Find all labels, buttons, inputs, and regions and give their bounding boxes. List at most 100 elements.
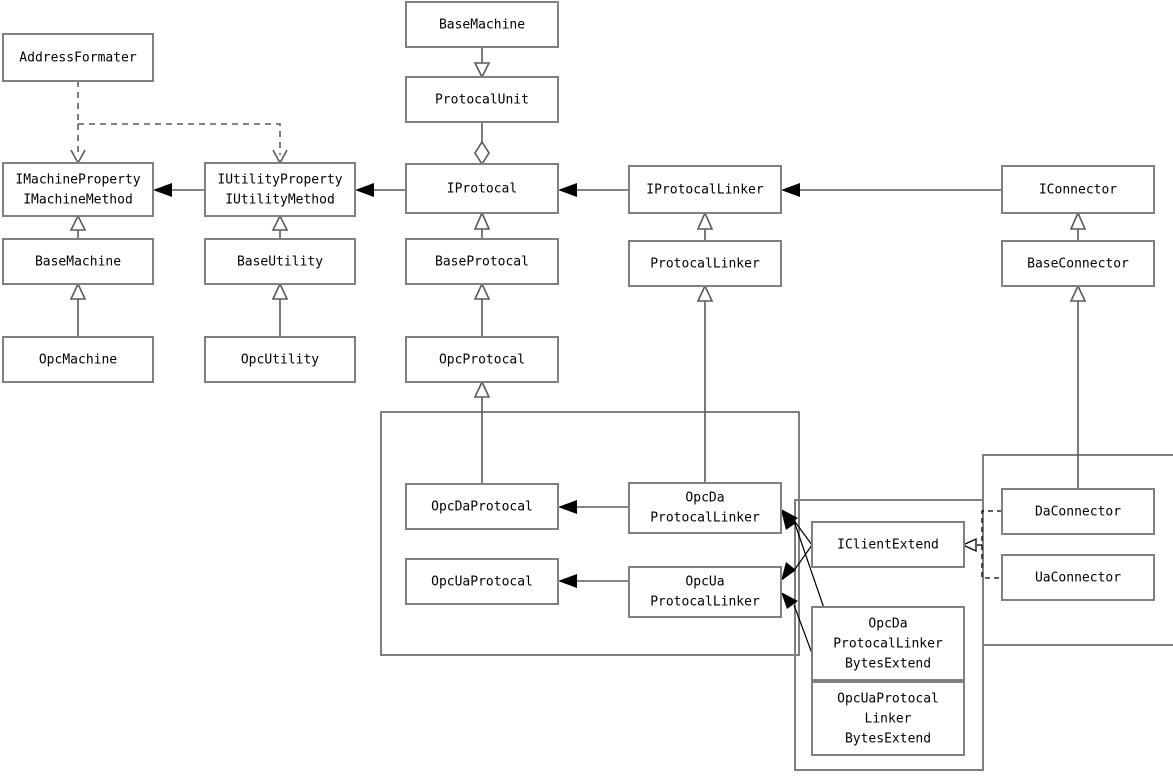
class-opc-utility[interactable]: OpcUtility bbox=[204, 336, 356, 383]
arrowhead-opcualinker-to-opcuaprotocal bbox=[558, 574, 577, 588]
class-protocal-linker[interactable]: ProtocalLinker bbox=[628, 240, 782, 287]
class-box-opc-machine[interactable] bbox=[2, 336, 154, 383]
class-box-imachine-interface[interactable] bbox=[2, 162, 154, 217]
class-box-opc-da-protocal[interactable] bbox=[405, 483, 559, 530]
class-label-base-connector: BaseConnector bbox=[1027, 257, 1129, 272]
class-base-utility[interactable]: BaseUtility bbox=[204, 238, 356, 285]
class-box-ua-connector[interactable] bbox=[1001, 554, 1155, 601]
arrowhead-iclientextend-to-opcualinker bbox=[781, 562, 796, 581]
class-opc-ua-bytes-extend[interactable]: OpcUaProtocal Linker BytesExtend bbox=[811, 681, 965, 756]
class-label-opc-ua-bytes-extend-line3: BytesExtend bbox=[845, 732, 931, 747]
class-box-iprotocal-linker[interactable] bbox=[628, 165, 782, 214]
arrowhead-gen-opcutility-baseutility bbox=[271, 282, 289, 300]
class-box-base-protocal[interactable] bbox=[405, 238, 559, 285]
class-box-opc-ua-bytes-extend[interactable] bbox=[811, 681, 965, 756]
class-iutility-interface[interactable]: IUtilityProperty IUtilityMethod bbox=[204, 162, 356, 217]
class-label-base-machine-left: BaseMachine bbox=[35, 255, 121, 270]
class-iprotocal[interactable]: IProtocal bbox=[405, 163, 559, 214]
class-label-iutility-method: IUtilityMethod bbox=[225, 193, 335, 208]
arrowhead-iprotocallinker-to-iprotocal bbox=[558, 183, 577, 197]
class-label-imachine-property: IMachineProperty bbox=[15, 173, 140, 188]
class-imachine-interface[interactable]: IMachineProperty IMachineMethod bbox=[2, 162, 154, 217]
arrowhead-gen-opcdaprotocal-opcprotocal bbox=[473, 380, 491, 398]
class-label-imachine-method: IMachineMethod bbox=[23, 193, 133, 208]
package-protocal-implementations bbox=[380, 411, 800, 656]
class-address-formater[interactable]: AddressFormater bbox=[2, 33, 154, 82]
class-box-opc-protocal[interactable] bbox=[405, 336, 559, 383]
arrowhead-gen-baseconnector-iconnector bbox=[1069, 211, 1087, 230]
arrowhead-gen-daconnector-baseconnector bbox=[1069, 284, 1087, 302]
arrowhead-dep-iutility bbox=[272, 149, 288, 165]
class-opc-da-bytes-extend[interactable]: OpcDa ProtocalLinker BytesExtend bbox=[811, 606, 965, 681]
class-label-opc-ua-bytes-extend-line1: OpcUaProtocal bbox=[837, 692, 939, 707]
class-box-iclient-extend[interactable] bbox=[811, 521, 965, 568]
class-base-machine-left[interactable]: BaseMachine bbox=[2, 238, 154, 285]
class-ua-connector[interactable]: UaConnector bbox=[1001, 554, 1155, 601]
class-label-protocal-unit: ProtocalUnit bbox=[435, 93, 529, 108]
class-label-opc-utility: OpcUtility bbox=[241, 353, 319, 368]
class-box-iconnector[interactable] bbox=[1001, 165, 1155, 214]
class-label-opc-protocal: OpcProtocal bbox=[439, 353, 525, 368]
arrowhead-iutility-to-imachine bbox=[153, 183, 172, 197]
arrowhead-gen-basemachine-imachine bbox=[69, 214, 87, 231]
class-box-base-machine-left[interactable] bbox=[2, 238, 154, 285]
class-opc-protocal[interactable]: OpcProtocal bbox=[405, 336, 559, 383]
class-opc-da-protocal[interactable]: OpcDaProtocal bbox=[405, 483, 559, 530]
class-protocal-unit[interactable]: ProtocalUnit bbox=[405, 76, 559, 123]
class-box-address-formater[interactable] bbox=[2, 33, 154, 82]
arrowhead-gen-opcmachine-basemachine bbox=[69, 282, 87, 300]
class-opc-ua-protocal-linker[interactable]: OpcUa ProtocalLinker bbox=[628, 566, 782, 618]
class-label-ua-connector: UaConnector bbox=[1035, 571, 1121, 586]
class-box-opc-ua-protocal[interactable] bbox=[405, 558, 559, 605]
class-label-iprotocal-linker: IProtocalLinker bbox=[646, 183, 764, 198]
class-label-opc-machine: OpcMachine bbox=[39, 353, 117, 368]
class-label-iconnector: IConnector bbox=[1039, 183, 1117, 198]
class-label-da-connector: DaConnector bbox=[1035, 505, 1121, 520]
class-box-opc-da-protocal-linker[interactable] bbox=[628, 482, 782, 534]
arrowhead-gen-protocallinker-iprotocallinker bbox=[696, 211, 714, 230]
edge-connectors-realize-iclientextend bbox=[981, 510, 1002, 579]
class-base-connector[interactable]: BaseConnector bbox=[1001, 240, 1155, 287]
class-box-opc-utility[interactable] bbox=[204, 336, 356, 383]
class-iprotocal-linker[interactable]: IProtocalLinker bbox=[628, 165, 782, 214]
class-boxes: AddressFormater IMachineProperty IMachin… bbox=[2, 1, 1155, 756]
arrowhead-uabytesextend-to-opcualinker bbox=[781, 592, 798, 609]
class-box-iprotocal[interactable] bbox=[405, 163, 559, 214]
class-label-opc-da-bytes-extend-line3: BytesExtend bbox=[845, 657, 931, 672]
class-box-opc-ua-protocal-linker[interactable] bbox=[628, 566, 782, 618]
arrowhead-down-protocalunit bbox=[473, 62, 491, 79]
class-label-base-utility: BaseUtility bbox=[237, 255, 323, 270]
class-base-protocal[interactable]: BaseProtocal bbox=[405, 238, 559, 285]
class-opc-ua-protocal[interactable]: OpcUaProtocal bbox=[405, 558, 559, 605]
class-label-base-protocal: BaseProtocal bbox=[435, 255, 529, 270]
class-box-opc-da-bytes-extend[interactable] bbox=[811, 606, 965, 681]
diamond-aggregation-iprotocal bbox=[474, 140, 490, 166]
arrowhead-gen-opcdalinker-protocallinker bbox=[696, 284, 714, 302]
class-box-base-utility[interactable] bbox=[204, 238, 356, 285]
class-box-base-connector[interactable] bbox=[1001, 240, 1155, 287]
arrowhead-dabytesextend-to-opcdalinker bbox=[781, 509, 798, 526]
class-label-opc-ua-protocal: OpcUaProtocal bbox=[431, 575, 533, 590]
class-iclient-extend[interactable]: IClientExtend bbox=[811, 521, 965, 568]
class-label-protocal-linker: ProtocalLinker bbox=[650, 257, 760, 272]
class-box-base-machine-top[interactable] bbox=[405, 1, 559, 48]
class-base-machine-top[interactable]: BaseMachine bbox=[405, 1, 559, 48]
class-box-da-connector[interactable] bbox=[1001, 488, 1155, 535]
class-box-protocal-linker[interactable] bbox=[628, 240, 782, 287]
edge-iclientextend-to-opcdalinker bbox=[792, 518, 813, 546]
arrowhead-gen-baseutility-iutility bbox=[271, 214, 289, 231]
edge-addressformater-to-iutility bbox=[78, 123, 281, 155]
class-da-connector[interactable]: DaConnector bbox=[1001, 488, 1155, 535]
class-label-address-formater: AddressFormater bbox=[19, 51, 137, 66]
class-opc-machine[interactable]: OpcMachine bbox=[2, 336, 154, 383]
class-box-protocal-unit[interactable] bbox=[405, 76, 559, 123]
class-label-iutility-property: IUtilityProperty bbox=[217, 173, 342, 188]
class-opc-da-protocal-linker[interactable]: OpcDa ProtocalLinker bbox=[628, 482, 782, 534]
arrowhead-opcdalinker-to-opcdaprotocal bbox=[558, 500, 577, 514]
class-label-opc-da-bytes-extend-line1: OpcDa bbox=[868, 617, 907, 632]
class-iconnector[interactable]: IConnector bbox=[1001, 165, 1155, 214]
class-box-iutility-interface[interactable] bbox=[204, 162, 356, 217]
package-group bbox=[380, 411, 1173, 771]
class-label-iclient-extend: IClientExtend bbox=[837, 538, 939, 553]
